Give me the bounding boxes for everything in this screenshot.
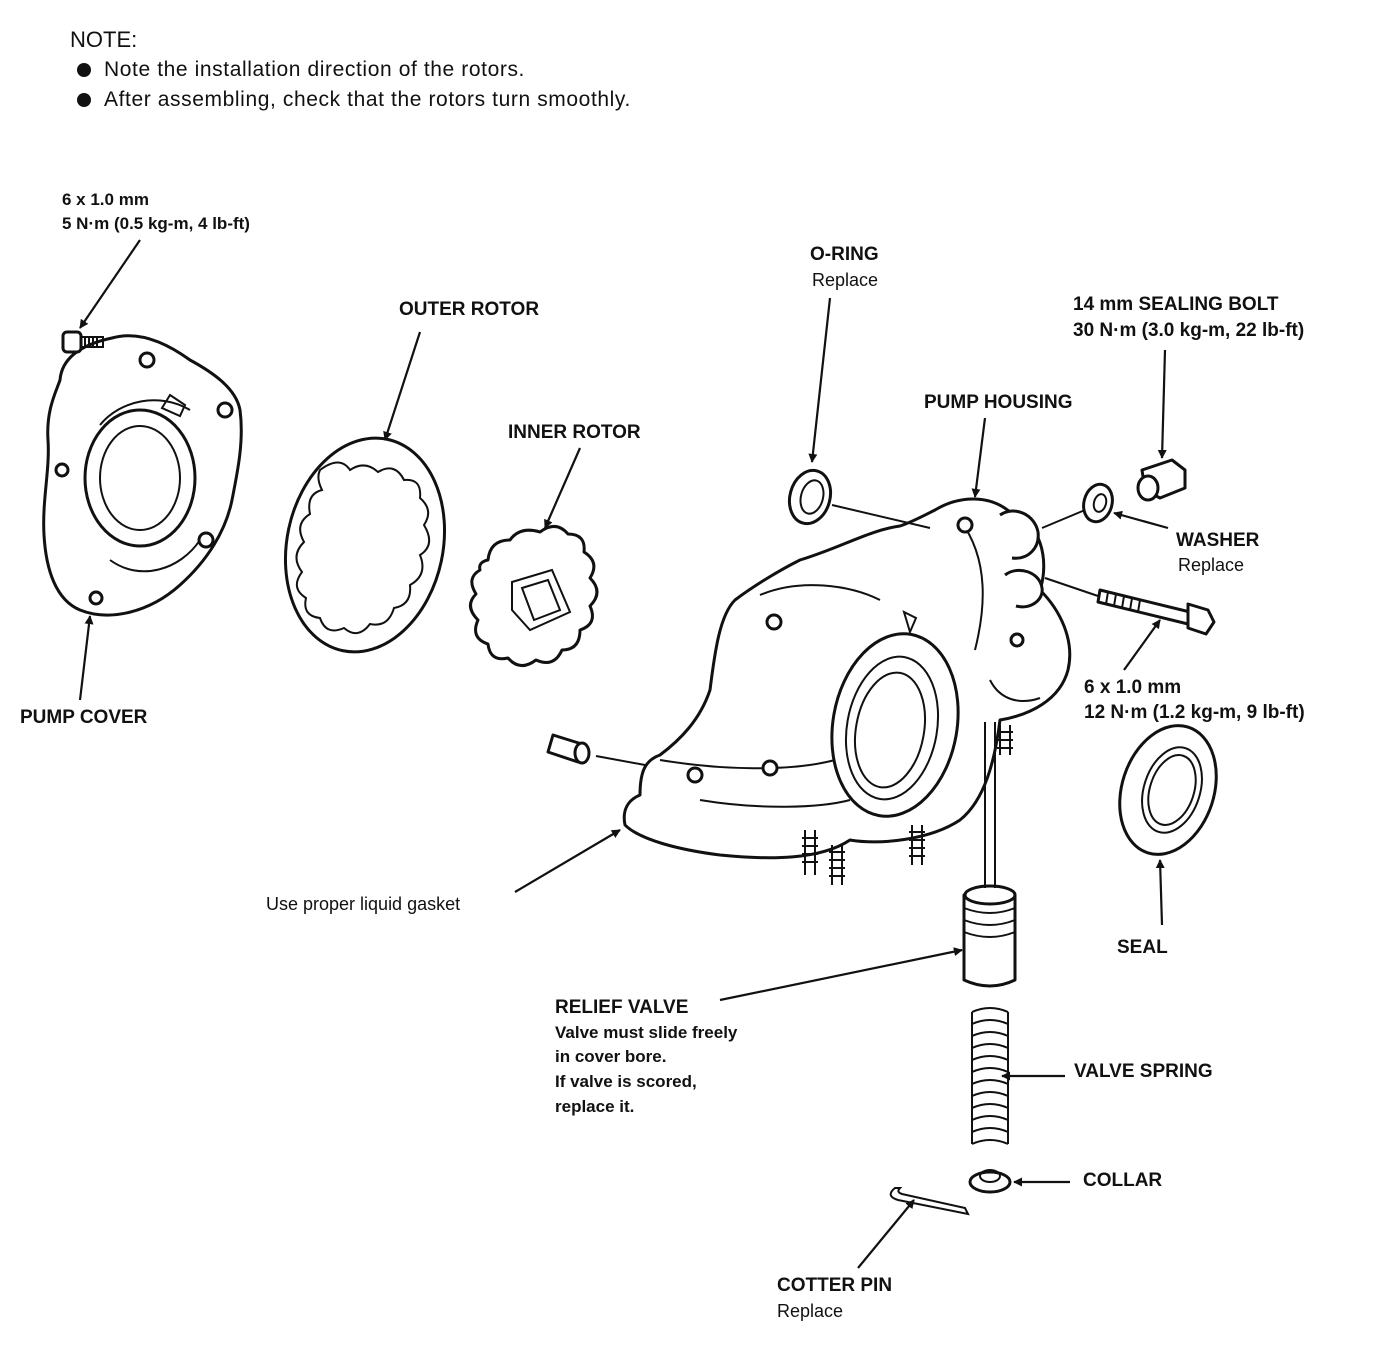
callout-relief-valve: RELIEF VALVE Valve must slide freely in …: [555, 997, 738, 1116]
relief-valve-part: [962, 884, 1017, 988]
label-relief-valve: RELIEF VALVE: [555, 997, 688, 1018]
label-washer-note: Replace: [1178, 555, 1244, 575]
label-sealing-bolt: 14 mm SEALING BOLT: [1073, 294, 1279, 315]
cover-bolt-size: 6 x 1.0 mm: [62, 190, 149, 209]
label-cotter-pin: COTTER PIN: [777, 1275, 892, 1296]
relief-valve-note-4: replace it.: [555, 1097, 634, 1116]
label-outer-rotor: OUTER ROTOR: [399, 299, 539, 320]
callout-o-ring: O-RING Replace: [810, 244, 879, 290]
o-ring-part: [787, 468, 833, 526]
label-liquid-gasket: Use proper liquid gasket: [266, 894, 460, 914]
relief-valve-note-2: in cover bore.: [555, 1047, 666, 1066]
washer-part: [1082, 482, 1114, 524]
collar-part: [968, 1169, 1012, 1194]
seal-part: [1118, 724, 1218, 856]
callout-sealing-bolt: 14 mm SEALING BOLT 30 N·m (3.0 kg-m, 22 …: [1073, 294, 1304, 341]
housing-bolt-part: [1096, 588, 1216, 636]
cover-bolt-part: [61, 330, 104, 354]
label-pump-cover: PUMP COVER: [20, 707, 148, 728]
relief-valve-note-1: Valve must slide freely: [555, 1023, 738, 1042]
label-valve-spring: VALVE SPRING: [1074, 1061, 1213, 1082]
note-block: NOTE: Note the installation direction of…: [70, 27, 631, 111]
housing-studs: [802, 725, 1013, 885]
label-inner-rotor: INNER ROTOR: [508, 422, 641, 443]
label-seal: SEAL: [1117, 937, 1168, 958]
label-collar: COLLAR: [1083, 1170, 1162, 1191]
leader-lines: [78, 239, 1169, 1269]
callout-cotter-pin: COTTER PIN Replace: [777, 1275, 892, 1321]
pump-cover-part: [42, 334, 243, 617]
pump-housing-part: [622, 497, 1072, 860]
label-cotter-pin-note: Replace: [777, 1301, 843, 1321]
alignment-lines: [595, 504, 1099, 888]
sealing-bolt-part: [1136, 458, 1187, 502]
outer-rotor-part: [283, 436, 447, 654]
label-housing-bolt-size: 6 x 1.0 mm: [1084, 677, 1181, 698]
label-o-ring-note: Replace: [812, 270, 878, 290]
callout-cover-bolt: 6 x 1.0 mm 5 N·m (0.5 kg-m, 4 lb-ft): [62, 190, 250, 233]
callout-housing-bolt: 6 x 1.0 mm 12 N·m (1.2 kg-m, 9 lb-ft): [1084, 677, 1305, 723]
cotter-pin-part: [889, 1187, 970, 1216]
note-heading: NOTE:: [70, 27, 137, 52]
note-item-1: Note the installation direction of the r…: [104, 58, 525, 81]
label-pump-housing: PUMP HOUSING: [924, 392, 1073, 413]
cover-bolt-torque: 5 N·m (0.5 kg-m, 4 lb-ft): [62, 214, 250, 233]
label-sealing-bolt-torque: 30 N·m (3.0 kg-m, 22 lb-ft): [1073, 320, 1304, 341]
label-o-ring: O-RING: [810, 244, 879, 265]
label-washer: WASHER: [1176, 530, 1260, 551]
label-housing-bolt-torque: 12 N·m (1.2 kg-m, 9 lb-ft): [1084, 702, 1305, 723]
relief-valve-note-3: If valve is scored,: [555, 1072, 697, 1091]
note-item-2: After assembling, check that the rotors …: [104, 88, 631, 111]
bullet-icon: [77, 63, 91, 77]
bullet-icon: [77, 93, 91, 107]
dowel-pin-part: [546, 733, 591, 765]
inner-rotor-part: [469, 525, 599, 667]
callout-washer: WASHER Replace: [1176, 530, 1260, 575]
